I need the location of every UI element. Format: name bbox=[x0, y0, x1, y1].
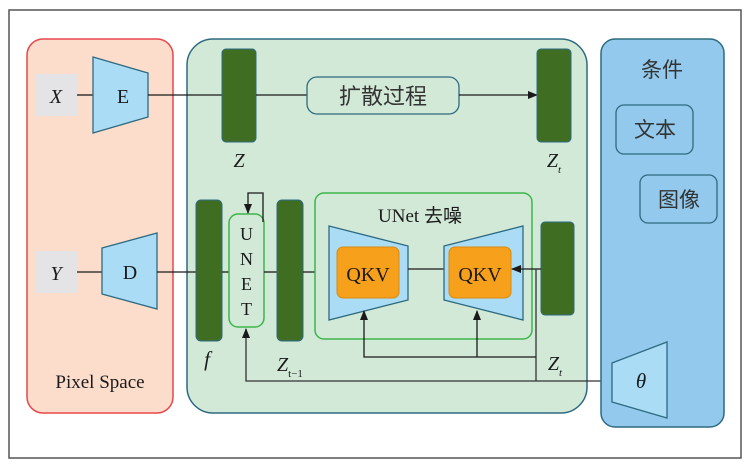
zt-label-main: Z bbox=[547, 150, 559, 172]
qkv-left-label: QKV bbox=[346, 264, 390, 286]
z-label: Z bbox=[233, 150, 245, 172]
condition-image-label: 图像 bbox=[658, 188, 700, 212]
zt-feature-bar bbox=[536, 48, 572, 143]
zt-bottom-sub: t bbox=[559, 367, 563, 379]
qkv-right-label: QKV bbox=[458, 264, 502, 286]
unet-letter-t: T bbox=[241, 299, 252, 319]
input-y-label: Y bbox=[50, 263, 63, 285]
theta-encoder-trapezoid bbox=[611, 341, 668, 419]
z-feature-bar bbox=[221, 48, 257, 143]
diffusion-process-label: 扩散过程 bbox=[339, 85, 427, 110]
unet-self-loop-arrow bbox=[244, 192, 264, 222]
condition-image-box bbox=[639, 174, 718, 224]
input-x-box bbox=[35, 74, 77, 116]
theta-label: θ bbox=[636, 369, 646, 393]
zt-minus-1-main: Z bbox=[277, 354, 289, 376]
unet-letter-u: U bbox=[240, 224, 253, 244]
pixel-space-label: Pixel Space bbox=[55, 372, 144, 393]
conditioning-title: 条件 bbox=[641, 58, 683, 82]
decoder-trapezoid bbox=[101, 232, 158, 310]
condition-text-label: 文本 bbox=[634, 118, 676, 142]
f-feature-bar bbox=[195, 199, 223, 342]
unet-letter-e: E bbox=[241, 274, 252, 294]
unet-denoise-title: UNet 去噪 bbox=[378, 205, 462, 227]
unet-letter-n: N bbox=[240, 249, 253, 269]
zt-condition-feature-bar bbox=[540, 221, 575, 316]
encoder-label: E bbox=[117, 86, 129, 108]
theta-to-unet-arrow bbox=[242, 328, 612, 382]
zt-bottom-label: Zt bbox=[548, 353, 563, 379]
qkv-left-block bbox=[336, 246, 400, 299]
f-label: f bbox=[204, 347, 213, 371]
zt-bottom-main: Z bbox=[548, 353, 560, 375]
encoder-trapezoid bbox=[92, 56, 149, 134]
input-x-label: X bbox=[49, 86, 63, 108]
cond-to-qkv-left-arrow bbox=[360, 310, 536, 358]
pixel-space-panel bbox=[26, 38, 174, 414]
zt-label-sub: t bbox=[558, 164, 562, 176]
unet-loop-box bbox=[228, 213, 265, 328]
zt-minus-1-label: Zt−1 bbox=[277, 354, 303, 380]
zt-minus-1-sub: t−1 bbox=[288, 368, 303, 380]
decoder-label: D bbox=[123, 262, 137, 284]
zt-minus-1-feature-bar bbox=[276, 199, 304, 342]
input-y-box bbox=[35, 251, 77, 293]
condition-text-box bbox=[615, 104, 694, 155]
zt-label: Zt bbox=[547, 150, 562, 176]
